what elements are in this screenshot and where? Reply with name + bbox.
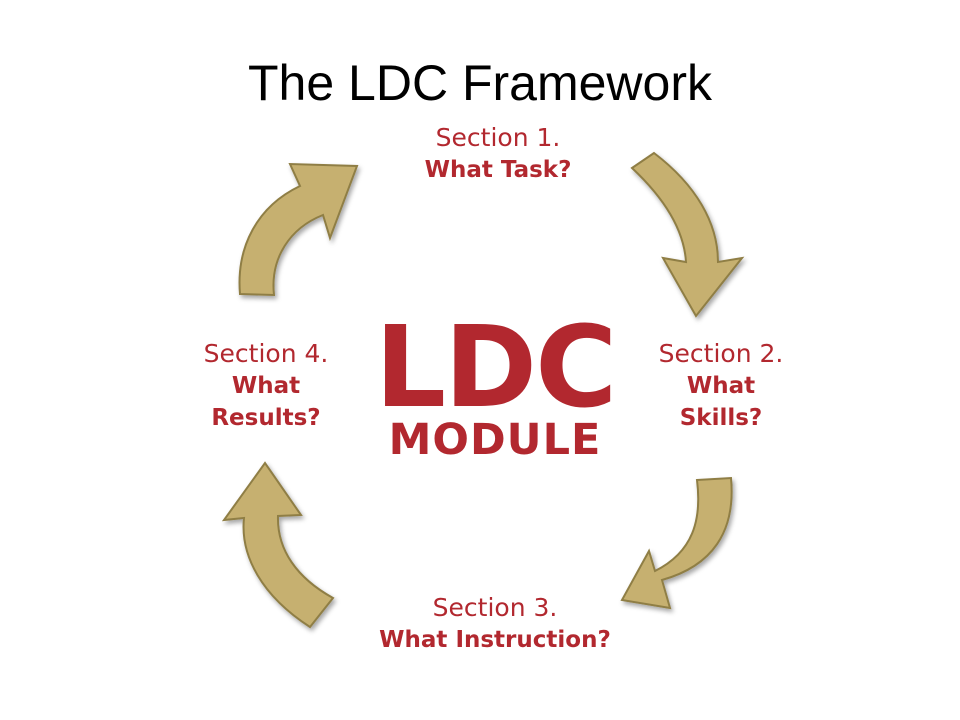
section-2-label: Section 2. What Skills? <box>636 338 806 434</box>
logo-ldc-text: LDC <box>374 303 618 433</box>
arrow-bottom-right-icon <box>620 476 733 610</box>
section-4-question-line1: What <box>231 373 301 399</box>
section-3-label: Section 3. What Instruction? <box>330 592 660 656</box>
section-1-number: Section 1. <box>435 123 561 152</box>
section-4-question-line2: Results? <box>211 405 321 431</box>
arrow-top-left-icon <box>238 162 359 297</box>
arrow-bottom-left-icon <box>221 461 335 629</box>
section-3-question: What Instruction? <box>379 627 611 653</box>
section-3-number: Section 3. <box>432 593 558 622</box>
section-4-label: Section 4. What Results? <box>186 338 346 434</box>
arrow-top-right-icon <box>630 151 745 318</box>
section-1-label: Section 1. What Task? <box>380 122 616 186</box>
section-2-question-line1: What <box>686 373 756 399</box>
ldc-module-logo: LDC MODULE <box>365 303 625 465</box>
section-2-question-line2: Skills? <box>679 405 763 431</box>
section-2-number: Section 2. <box>658 339 784 368</box>
logo-module-text: MODULE <box>388 415 602 465</box>
section-1-question: What Task? <box>424 157 572 183</box>
slide-title: The LDC Framework <box>248 55 712 111</box>
section-4-number: Section 4. <box>203 339 329 368</box>
